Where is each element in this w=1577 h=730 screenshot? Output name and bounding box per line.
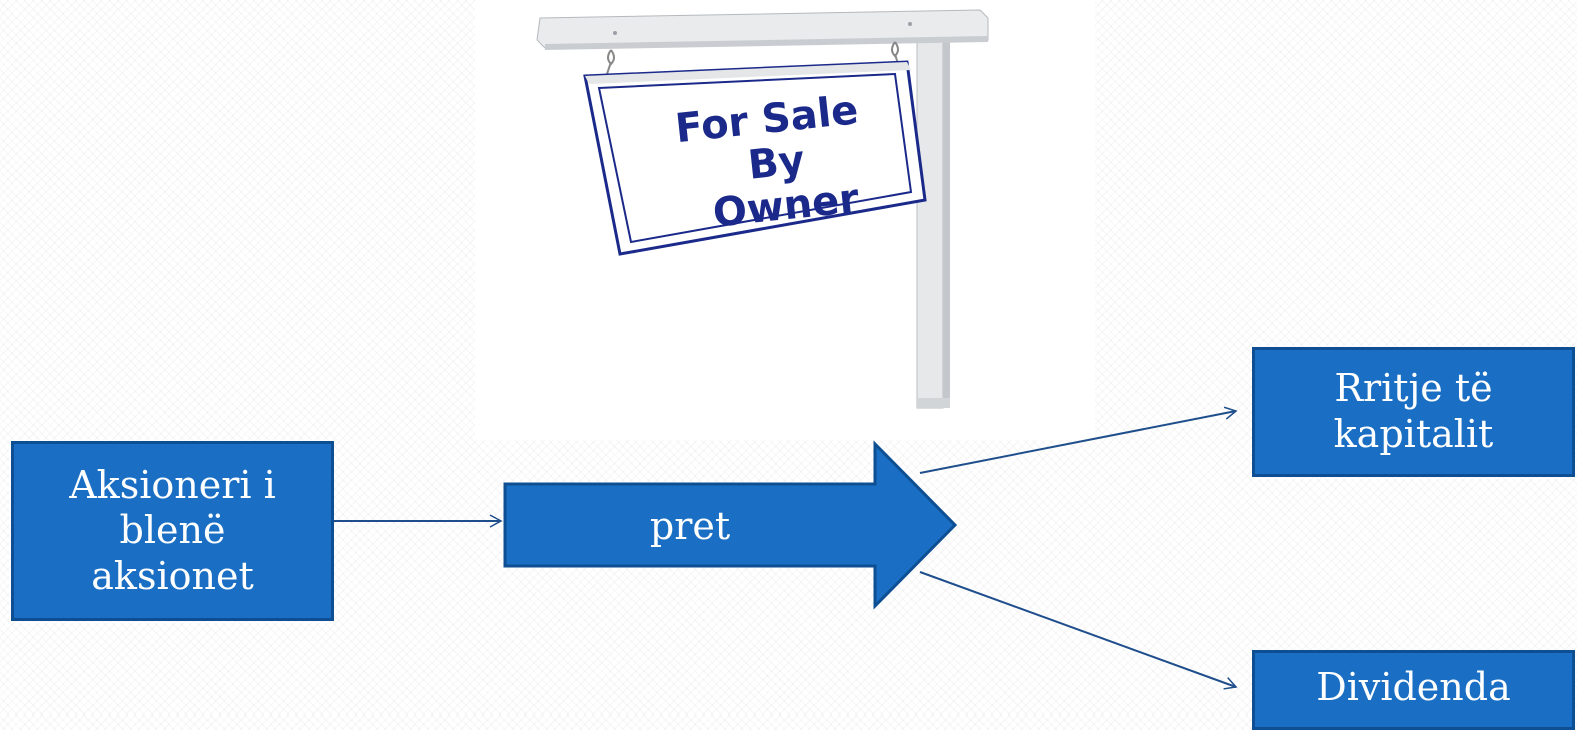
buyer-box: Aksioneri i blenë aksionet [11, 441, 334, 621]
growth-line1: Rritje të [1334, 366, 1494, 412]
connector-to-growth [920, 411, 1236, 473]
dividend-box: Dividenda [1252, 650, 1575, 730]
dividend-label: Dividenda [1316, 665, 1511, 711]
connector-to-dividend [920, 572, 1236, 687]
buyer-line2: blenë [69, 508, 276, 554]
center-arrow-label: pret [505, 488, 875, 564]
growth-line2: kapitalit [1334, 412, 1494, 458]
buyer-line3: aksionet [69, 554, 276, 600]
capital-growth-box: Rritje të kapitalit [1252, 347, 1575, 477]
buyer-line1: Aksioneri i [69, 463, 276, 509]
